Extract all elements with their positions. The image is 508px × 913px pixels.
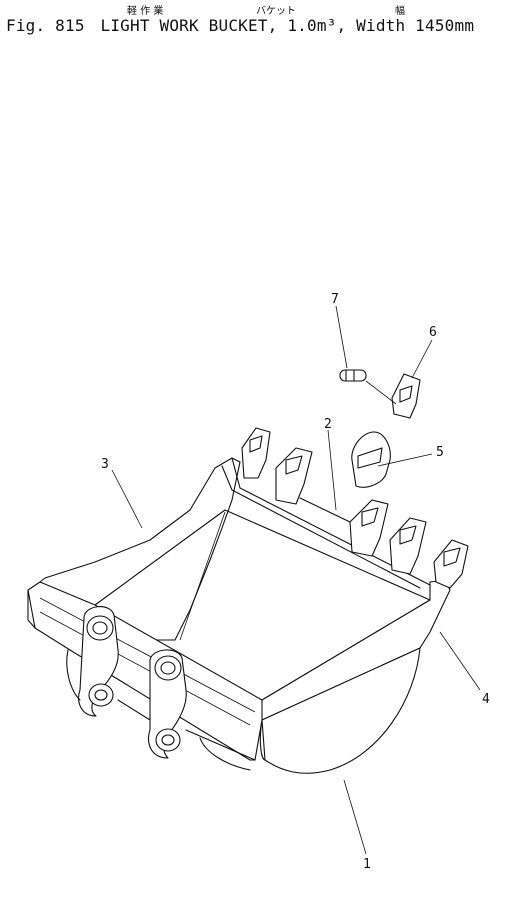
figure-title: LIGHT WORK BUCKET, 1.0m³, Width 1450mm [100,16,475,35]
callout-2: 2 [324,417,332,432]
pin-part [339,369,367,382]
japanese-heading-light-work: 軽 作 業 [127,6,164,17]
bucket-body [27,457,451,774]
tooth-5 [433,539,469,589]
tooth-3 [349,499,389,557]
leader-lines [111,305,481,855]
tooth-4 [389,517,427,575]
callout-3: 3 [101,457,109,472]
callout-6: 6 [429,325,437,340]
japanese-heading-width: 幅 [395,6,405,17]
callout-7: 7 [331,292,339,307]
callout-5: 5 [436,445,444,460]
callout-labels: 1 2 3 4 5 6 7 [101,292,490,872]
bucket-teeth [241,427,469,589]
figure-number: Fig. 815 [6,16,85,35]
callout-1: 1 [363,857,371,872]
japanese-heading-bucket: バケット [256,6,296,17]
adapter-part [391,373,421,419]
callout-4: 4 [482,692,490,707]
tooth-1 [241,427,271,479]
tooth-2 [275,447,313,505]
figure-caption: Fig. 815 LIGHT WORK BUCKET, 1.0m³, Width… [6,16,480,35]
loose-tooth-part [351,431,391,488]
